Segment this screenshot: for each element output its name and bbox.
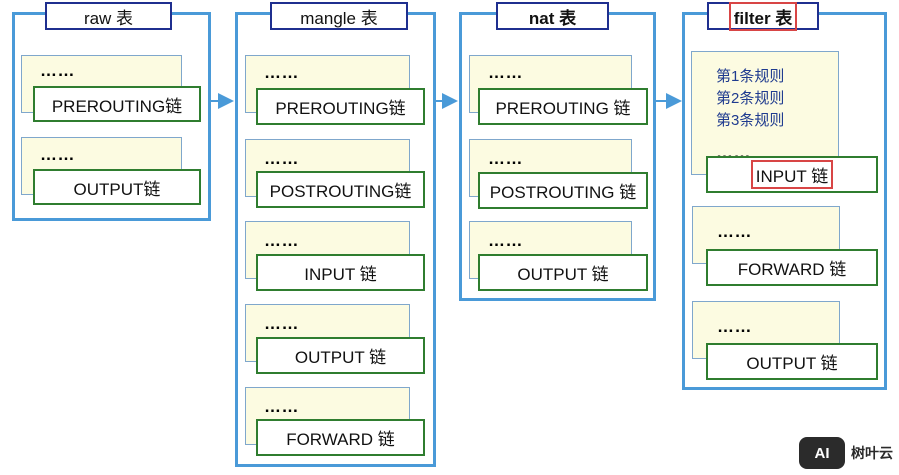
chain-raw-output[interactable]: OUTPUT链 — [33, 169, 201, 205]
rule-item: 第2条规则 — [716, 90, 785, 107]
rule-item: 第1条规则 — [716, 68, 785, 85]
ellipsis-dots: …… — [40, 61, 75, 80]
mangle-table-title: mangle 表 — [270, 2, 408, 30]
filter-input-panel: 第1条规则 第2条规则 第3条规则 …… — [691, 51, 839, 175]
watermark-logo: AI — [799, 437, 845, 469]
chain-nat-output[interactable]: OUTPUT 链 — [478, 254, 648, 291]
ellipsis-dots: …… — [717, 317, 752, 336]
chain-filter-output[interactable]: OUTPUT 链 — [706, 343, 878, 380]
nat-table-title: nat 表 — [496, 2, 609, 30]
filter-table-title: filter 表 — [707, 1, 819, 31]
chain-mangle-output[interactable]: OUTPUT 链 — [256, 337, 425, 374]
raw-table: raw 表 …… PREROUTING链 …… OUTPUT链 — [12, 2, 211, 221]
filter-title-highlight: filter 表 — [728, 1, 798, 31]
ellipsis-dots: …… — [264, 231, 299, 250]
ellipsis-dots: …… — [264, 63, 299, 82]
rule-list: 第1条规则 第2条规则 第3条规则 — [716, 66, 784, 132]
ellipsis-dots: …… — [264, 314, 299, 333]
chain-nat-postrouting[interactable]: POSTROUTING 链 — [478, 172, 648, 209]
ellipsis-dots: …… — [717, 222, 752, 241]
chain-filter-input[interactable]: INPUT 链 — [706, 156, 878, 193]
ellipsis-dots: …… — [488, 149, 523, 168]
ellipsis-dots: …… — [488, 231, 523, 250]
ellipsis-dots: …… — [40, 145, 75, 164]
rule-item: 第3条规则 — [716, 112, 785, 129]
chain-mangle-forward[interactable]: FORWARD 链 — [256, 419, 425, 456]
chain-raw-prerouting[interactable]: PREROUTING链 — [33, 86, 201, 122]
ellipsis-dots: …… — [264, 397, 299, 416]
watermark: AI 树叶云 — [799, 437, 893, 469]
chain-mangle-input[interactable]: INPUT 链 — [256, 254, 425, 291]
ellipsis-dots: …… — [488, 63, 523, 82]
mangle-table: mangle 表 …… PREROUTING链 …… POSTROUTING链 … — [235, 2, 436, 467]
watermark-text: 树叶云 — [851, 445, 893, 461]
filter-table: filter 表 第1条规则 第2条规则 第3条规则 …… INPUT 链 ……… — [682, 1, 887, 390]
raw-table-title: raw 表 — [45, 2, 172, 30]
ellipsis-dots: …… — [264, 149, 299, 168]
nat-table: nat 表 …… PREROUTING 链 …… POSTROUTING 链 …… — [459, 2, 656, 301]
chain-nat-prerouting[interactable]: PREROUTING 链 — [478, 88, 648, 125]
chain-filter-forward[interactable]: FORWARD 链 — [706, 249, 878, 286]
chain-mangle-postrouting[interactable]: POSTROUTING链 — [256, 171, 425, 208]
input-chain-highlight: INPUT 链 — [750, 160, 834, 189]
chain-mangle-prerouting[interactable]: PREROUTING链 — [256, 88, 425, 125]
